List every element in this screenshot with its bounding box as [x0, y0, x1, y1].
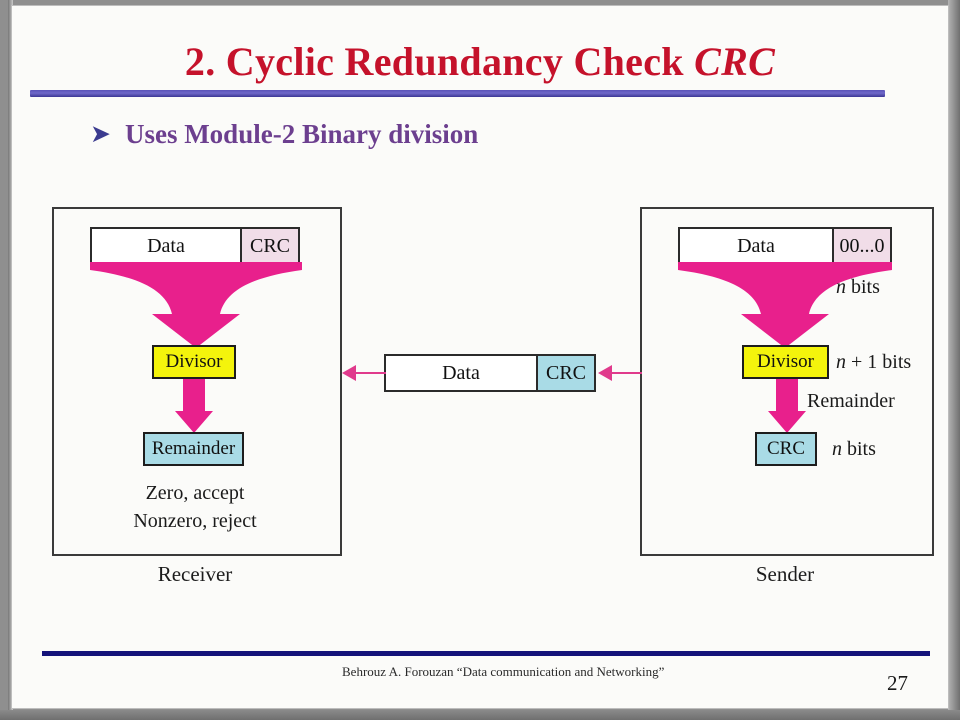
transmission-arrow-from-sender: [598, 365, 642, 381]
page-title-acronym: CRC: [694, 39, 776, 84]
title-divider: [30, 90, 885, 97]
chevron-right-icon: ➤: [90, 121, 111, 148]
transmission-data-cell: Data: [386, 356, 536, 390]
sender-divisor-box: Divisor: [742, 345, 829, 379]
bullet-text: Uses Module-2 Binary division: [124, 119, 479, 149]
frame-edge-right: [948, 0, 960, 720]
sender-stem-arrow: [768, 379, 806, 433]
sender-n-bits-top-unit: bits: [846, 276, 880, 298]
receiver-stem-arrow: [175, 379, 213, 433]
sender-n-bits-bottom-unit: bits: [842, 438, 876, 460]
page-number: 27: [887, 671, 908, 695]
receiver-panel: [52, 207, 342, 556]
sender-frame-zeros-cell: 00...0: [832, 229, 890, 263]
receiver-accept-note: Zero, accept: [145, 482, 245, 504]
bullet-row: ➤ Uses Module-2 Binary division: [90, 119, 478, 150]
receiver-frame-data-cell: Data: [92, 229, 240, 263]
footer-credit: Behrouz A. Forouzan “Data communication …: [342, 664, 665, 679]
sender-n-bits-top-variable: n: [836, 276, 846, 298]
slide-page: 2. Cyclic Redundancy Check CRC ➤ Uses Mo…: [12, 6, 948, 708]
sender-crc-box: CRC: [755, 432, 817, 466]
frame-edge-top: [0, 0, 960, 7]
sender-n-plus-one-bits-label: n + 1 bits: [836, 351, 911, 374]
transmission-arrow-to-receiver: [342, 365, 386, 381]
sender-n-bits-top-label: n bits: [836, 276, 880, 299]
sender-remainder-label: Remainder: [807, 390, 895, 412]
footer-divider: [42, 651, 930, 656]
sender-frame-bar: Data 00...0: [678, 227, 892, 265]
sender-funnel-arrow: [678, 262, 892, 348]
receiver-divisor-box: Divisor: [152, 345, 236, 379]
sender-n-plus-one-variable: n: [836, 351, 846, 373]
sender-frame-data-cell: Data: [680, 229, 832, 263]
receiver-reject-note: Nonzero, reject: [133, 510, 257, 532]
receiver-frame-crc-cell: CRC: [240, 229, 298, 263]
sender-n-bits-bottom-label: n bits: [832, 438, 876, 461]
sender-n-bits-bottom-variable: n: [832, 438, 842, 460]
transmission-frame-bar: Data CRC: [384, 354, 596, 392]
sender-n-plus-one-unit: + 1 bits: [846, 351, 912, 373]
receiver-remainder-box: Remainder: [143, 432, 244, 466]
page-title: 2. Cyclic Redundancy Check CRC: [12, 38, 948, 85]
frame-edge-bottom: [0, 710, 960, 720]
frame-edge-left: [8, 0, 13, 720]
receiver-caption: Receiver: [157, 562, 233, 586]
receiver-funnel-arrow: [90, 262, 302, 348]
receiver-frame-bar: Data CRC: [90, 227, 300, 265]
transmission-crc-cell: CRC: [536, 356, 594, 390]
sender-panel: [640, 207, 934, 556]
sender-caption: Sender: [755, 562, 815, 586]
page-title-main: 2. Cyclic Redundancy Check: [184, 39, 695, 84]
